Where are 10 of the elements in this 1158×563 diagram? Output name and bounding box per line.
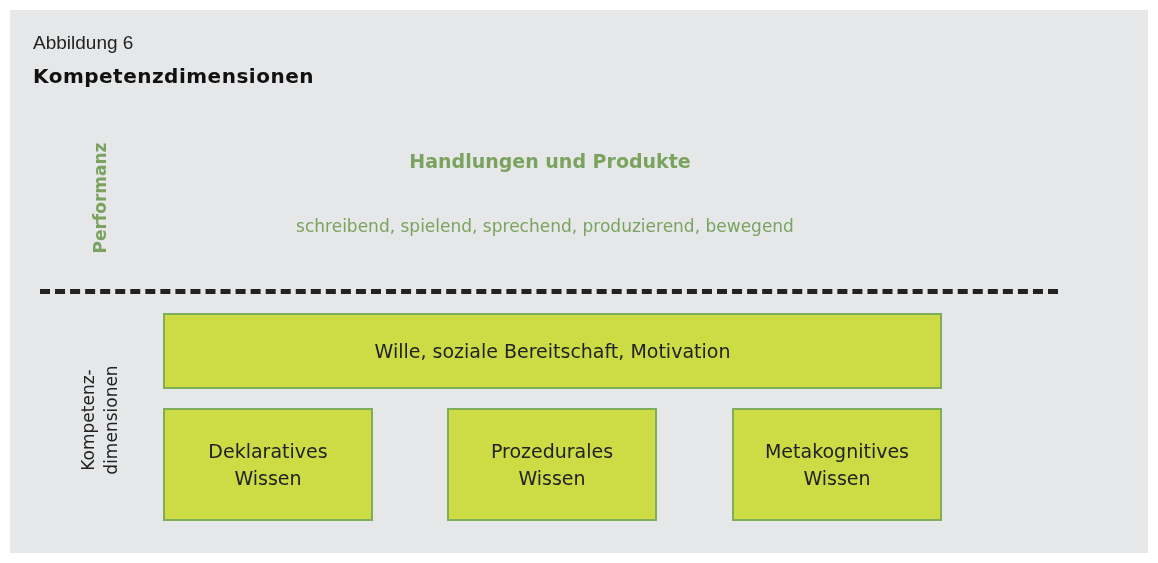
figure-number: Abbildung 6: [33, 32, 134, 54]
axis-label: Kompetenz- dimensionen: [77, 364, 122, 477]
heading: Handlungen und Produkte: [409, 150, 691, 172]
competence-box: Prozedurales Wissen: [447, 408, 657, 521]
diagram-title: Kompetenzdimensionen: [33, 64, 314, 88]
competence-box: Metakognitives Wissen: [732, 408, 942, 521]
competence-box: Deklaratives Wissen: [163, 408, 373, 521]
axis-label: Performanz: [90, 142, 110, 254]
competence-box: Wille, soziale Bereitschaft, Motivation: [163, 313, 942, 389]
subheading: schreibend, spielend, sprechend, produzierend, bewegend: [296, 216, 794, 236]
